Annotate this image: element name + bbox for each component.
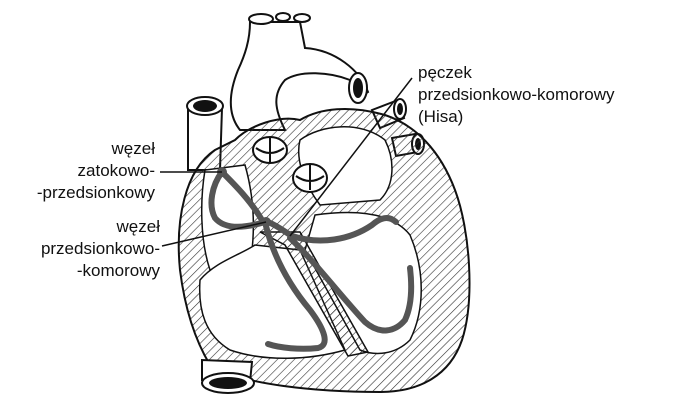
label-his-bundle-line1: pęczek	[418, 62, 668, 84]
label-av-node-line3: -komorowy	[10, 260, 160, 282]
label-his-bundle: pęczek przedsionkowo-komorowy (Hisa)	[418, 62, 668, 128]
inferior-vena-cava	[202, 360, 254, 393]
label-av-node-line2: przedsionkowo-	[10, 238, 160, 260]
label-av-node-line1: węzeł	[10, 216, 160, 238]
aorta-outflow	[349, 73, 367, 103]
label-his-bundle-line3: (Hisa)	[418, 106, 668, 128]
label-his-bundle-line2: przedsionkowo-komorowy	[418, 84, 668, 106]
aortic-valve	[293, 164, 327, 192]
label-sa-node-line3: -przedsionkowy	[25, 182, 155, 204]
label-av-node: węzeł przedsionkowo- -komorowy	[10, 216, 160, 282]
pulmonary-valve	[253, 137, 287, 163]
label-sa-node: węzeł zatokowo- -przedsionkowy	[25, 138, 155, 204]
label-sa-node-line1: węzeł	[25, 138, 155, 160]
label-sa-node-line2: zatokowo-	[25, 160, 155, 182]
